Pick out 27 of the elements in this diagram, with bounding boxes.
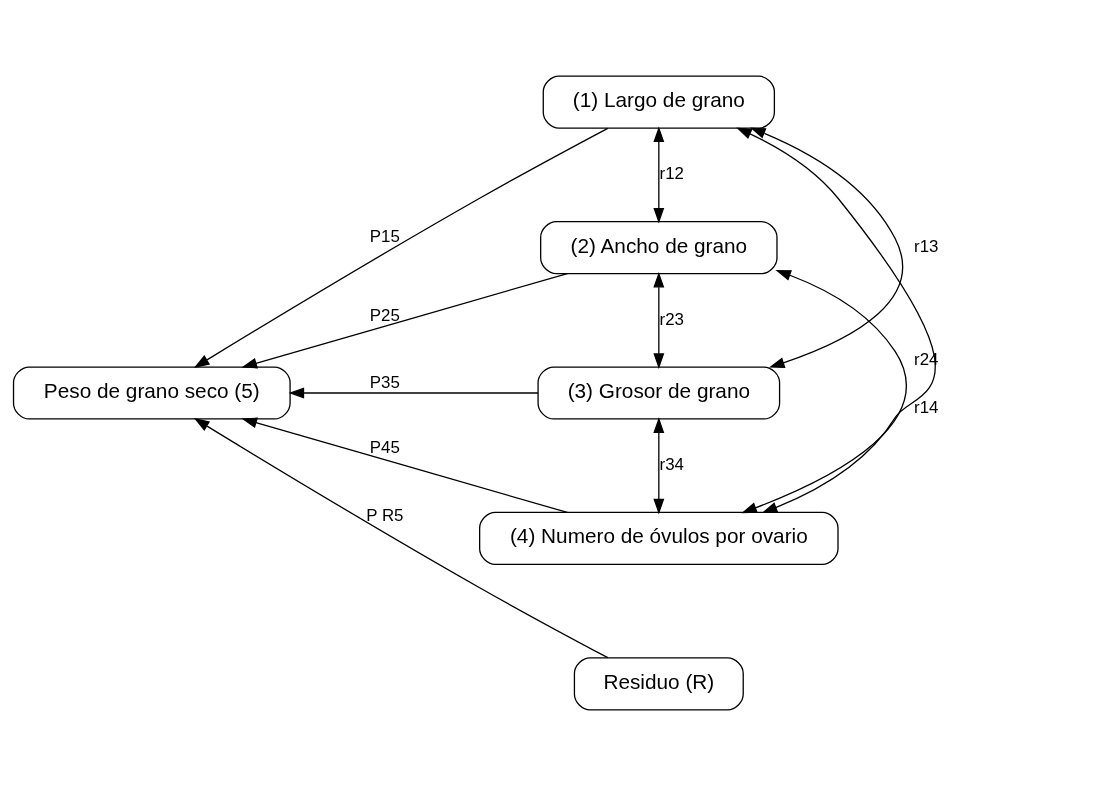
arrow (653, 271, 665, 369)
arrow (653, 417, 665, 515)
arrow (736, 127, 936, 514)
arrow (749, 127, 904, 368)
edge-label: P35 (369, 373, 400, 393)
edge-label: r23 (659, 309, 684, 329)
node-box: (2) Ancho de grano (540, 220, 778, 275)
edge-label: P25 (369, 305, 400, 325)
arrow (193, 418, 609, 659)
arrow (653, 126, 665, 224)
node-box: (4) Numero de óvulos por ovario (479, 511, 839, 566)
arrow (241, 417, 568, 514)
edge-label: r14 (914, 398, 939, 417)
node-box: (3) Grosor de grano (537, 366, 781, 420)
arrow (288, 387, 539, 399)
node-box: (1) Largo de grano (542, 75, 776, 129)
edge-label: P15 (369, 226, 400, 246)
edge-label: r12 (659, 164, 684, 184)
edge-label: P R5 (366, 505, 404, 525)
arrow (241, 272, 568, 369)
node-box: Residuo (R) (573, 657, 744, 711)
arrow (193, 127, 609, 368)
edge-label: r34 (659, 455, 684, 475)
arrow (741, 270, 907, 514)
edge-label: r13 (914, 237, 939, 256)
edge-label: P45 (369, 438, 400, 458)
node-box: Peso de grano seco (5) (12, 366, 291, 420)
